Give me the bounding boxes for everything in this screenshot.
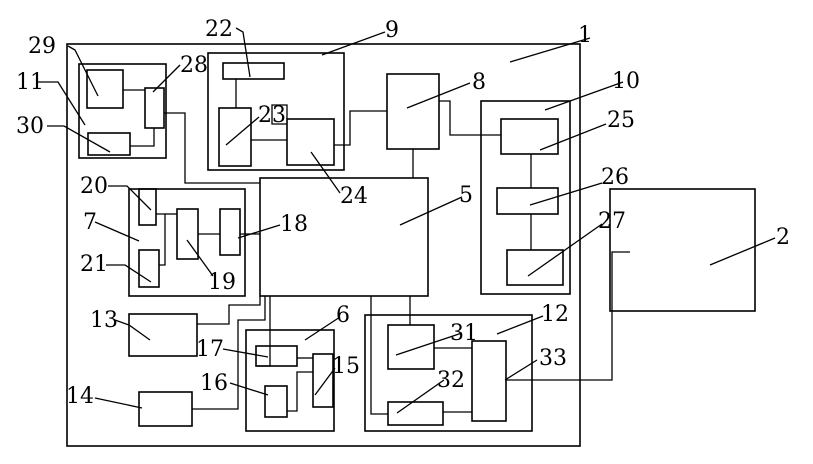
box-16	[264, 385, 288, 418]
box-14	[138, 391, 193, 427]
box-1-main-housing	[66, 43, 581, 447]
box-9	[207, 52, 345, 171]
box-33	[471, 340, 507, 422]
label-13: 13	[90, 308, 118, 333]
box-7	[128, 188, 246, 297]
box-2-external-unit	[609, 188, 756, 312]
label-14: 14	[66, 384, 94, 409]
label-7: 7	[83, 210, 97, 235]
label-29: 29	[28, 34, 56, 59]
label-9: 9	[385, 18, 399, 43]
box-24	[286, 118, 335, 166]
label-15: 15	[332, 354, 360, 379]
label-21: 21	[80, 252, 108, 277]
box-29	[86, 69, 124, 109]
box-27	[506, 249, 564, 286]
label-32: 32	[437, 368, 465, 393]
leader-lines	[38, 27, 776, 414]
label-2: 2	[776, 225, 790, 250]
label-30: 30	[16, 114, 44, 139]
box-25	[500, 118, 559, 155]
box-6	[245, 329, 335, 432]
label-26: 26	[601, 165, 629, 190]
label-6: 6	[336, 303, 350, 328]
label-18: 18	[280, 212, 308, 237]
box-13	[128, 313, 198, 357]
box-5-central	[259, 177, 429, 297]
label-19: 19	[208, 270, 236, 295]
box-28	[144, 87, 165, 129]
label-25: 25	[607, 108, 635, 133]
box-20	[138, 188, 157, 226]
box-8	[386, 73, 440, 150]
box-17	[255, 345, 298, 367]
box-26	[496, 187, 559, 215]
label-22: 22	[205, 17, 233, 42]
box-10	[480, 100, 571, 295]
wiring	[123, 79, 630, 415]
box-31	[387, 324, 435, 370]
label-11: 11	[16, 70, 44, 95]
label-5: 5	[459, 183, 473, 208]
label-31: 31	[450, 321, 478, 346]
label-33: 33	[539, 346, 567, 371]
label-17: 17	[196, 337, 224, 362]
label-24: 24	[340, 184, 368, 209]
label-23: 23	[258, 103, 286, 128]
box-30	[87, 132, 131, 156]
label-28: 28	[180, 53, 208, 78]
label-8: 8	[472, 70, 486, 95]
box-32	[387, 401, 444, 426]
label-16: 16	[200, 371, 228, 396]
label-27: 27	[598, 209, 626, 234]
box-21	[138, 249, 160, 288]
label-1: 1	[578, 23, 592, 48]
label-20: 20	[80, 174, 108, 199]
box-11	[78, 63, 167, 159]
box-18	[219, 208, 241, 256]
label-10: 10	[612, 69, 640, 94]
label-12: 12	[541, 302, 569, 327]
box-22	[222, 62, 285, 80]
box-23	[218, 107, 252, 167]
box-12	[364, 314, 533, 432]
box-15	[312, 353, 334, 408]
